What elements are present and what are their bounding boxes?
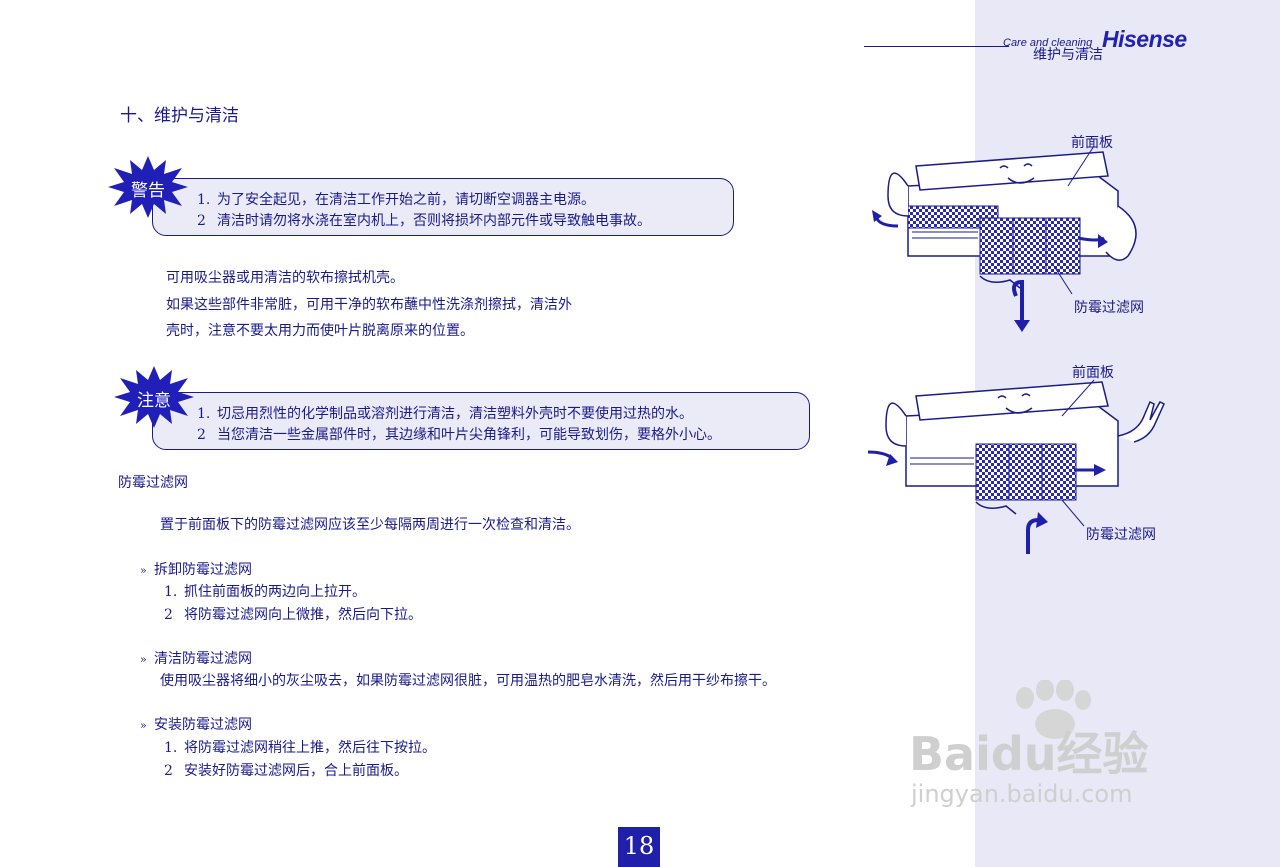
top-filter-label: 防霉过滤网 (1074, 300, 1144, 316)
filter-intro: 置于前面板下的防霉过滤网应该至少每隔两周进行一次检查和清洁。 (160, 517, 580, 533)
remove-step-number: 1. (164, 584, 178, 600)
double-chevron-icon: » (140, 719, 147, 732)
install-filter-heading: » 安装防霉过滤网 (140, 714, 252, 734)
warning-badge: 警告 (108, 156, 188, 218)
caution-item-number: 2 (197, 427, 206, 443)
install-filter-heading-text: 安装防霉过滤网 (154, 717, 252, 733)
caution-item-text: 当您清洁一些金属部件时，其边缘和叶片尖角锋利，可能导致划伤，要格外小心。 (217, 427, 721, 443)
header-rule (864, 46, 1009, 47)
double-chevron-icon: » (140, 564, 147, 577)
warning-item-text: 为了安全起见，在清洁工作开始之前，请切断空调器主电源。 (217, 192, 595, 208)
warning-item: 2 清洁时请勿将水浇在室内机上，否则将损坏内部元件或导致触电事故。 (197, 210, 651, 230)
header-chinese-title: 维护与清洁 (1033, 47, 1103, 63)
watermark-url: jingyan.baidu.com (911, 780, 1133, 808)
remove-filter-illustration (872, 146, 1137, 332)
caution-badge-text: 注意 (137, 391, 171, 411)
install-step: 2 安装好防霉过滤网后，合上前面板。 (164, 760, 408, 780)
remove-filter-heading: » 拆卸防霉过滤网 (140, 559, 252, 579)
warning-box: 1. 为了安全起见，在清洁工作开始之前，请切断空调器主电源。 2 清洁时请勿将水浇在… (152, 178, 734, 236)
header-english-title: Care and cleaning (1003, 37, 1093, 49)
remove-step: 1. 抓住前面板的两边向上拉开。 (164, 581, 366, 601)
install-step-text: 将防霉过滤网稍往上推，然后往下按拉。 (184, 740, 436, 756)
baidu-watermark: Baidu经验 jingyan.baidu.com (905, 680, 1205, 810)
caution-item-number: 1. (197, 406, 211, 422)
double-chevron-icon: » (140, 653, 147, 666)
remove-filter-heading-text: 拆卸防霉过滤网 (154, 562, 252, 578)
brand-logo: Hisense (1102, 26, 1187, 52)
caution-box: 1. 切忌用烈性的化学制品或溶剂进行清洁，清洁塑料外壳时不要使用过热的水。 2 当您… (152, 392, 810, 450)
page-title: 十、维护与清洁 (120, 106, 239, 126)
remove-step-text: 抓住前面板的两边向上拉开。 (184, 584, 366, 600)
install-step-number: 2 (164, 763, 173, 779)
intro-line: 如果这些部件非常脏，可用干净的软布蘸中性洗涤剂擦拭，清洁外 (166, 297, 572, 313)
remove-step-text: 将防霉过滤网向上微推，然后向下拉。 (184, 607, 422, 623)
install-filter-illustration (867, 379, 1165, 554)
filter-heading: 防霉过滤网 (118, 475, 188, 491)
remove-step-number: 2 (164, 607, 173, 623)
install-step-text: 安装好防霉过滤网后，合上前面板。 (184, 763, 408, 779)
intro-line: 壳时，注意不要太用力而使叶片脱离原来的位置。 (166, 323, 474, 339)
clean-filter-heading-text: 清洁防霉过滤网 (154, 651, 252, 667)
warning-item-number: 2 (197, 213, 206, 229)
page-number: 18 (618, 827, 660, 867)
top-front-panel-label: 前面板 (1071, 135, 1113, 151)
intro-line: 可用吸尘器或用清洁的软布擦拭机壳。 (166, 270, 404, 286)
clean-filter-heading: » 清洁防霉过滤网 (140, 648, 252, 668)
caution-badge: 注意 (114, 366, 194, 428)
watermark-brand: Baidu经验 (909, 727, 1149, 781)
bottom-filter-label: 防霉过滤网 (1086, 527, 1156, 543)
bottom-front-panel-label: 前面板 (1072, 365, 1114, 381)
caution-item: 1. 切忌用烈性的化学制品或溶剂进行清洁，清洁塑料外壳时不要使用过热的水。 (197, 403, 693, 423)
remove-step: 2 将防霉过滤网向上微推，然后向下拉。 (164, 604, 422, 624)
warning-item-text: 清洁时请勿将水浇在室内机上，否则将损坏内部元件或导致触电事故。 (217, 213, 651, 229)
caution-item-text: 切忌用烈性的化学制品或溶剂进行清洁，清洁塑料外壳时不要使用过热的水。 (217, 406, 693, 422)
warning-item-number: 1. (197, 192, 211, 208)
install-step-number: 1. (164, 740, 178, 756)
warning-item: 1. 为了安全起见，在清洁工作开始之前，请切断空调器主电源。 (197, 189, 595, 209)
starburst-icon (108, 156, 188, 218)
caution-item: 2 当您清洁一些金属部件时，其边缘和叶片尖角锋利，可能导致划伤，要格外小心。 (197, 424, 721, 444)
warning-badge-text: 警告 (131, 181, 165, 201)
install-step: 1. 将防霉过滤网稍往上推，然后往下按拉。 (164, 737, 436, 757)
paw-print-icon (1016, 680, 1091, 739)
clean-filter-text: 使用吸尘器将细小的灰尘吸去，如果防霉过滤网很脏，可用温热的肥皂水清洗，然后用干纱… (160, 673, 776, 689)
starburst-icon (114, 366, 194, 428)
